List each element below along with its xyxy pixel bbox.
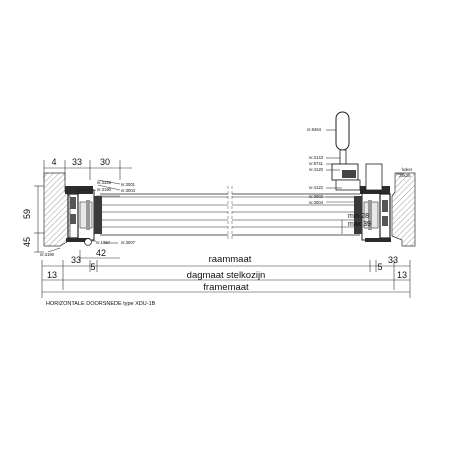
drawing-title: HORIZONTALE DOORSNEDE type XDU-1B bbox=[46, 301, 156, 307]
part-nr-3001: nr.3001 bbox=[121, 182, 136, 187]
dimension-top: 4 33 30 bbox=[43, 157, 132, 180]
part-nr-3002: nr.3002 bbox=[309, 194, 324, 199]
dim-5-left: 5 bbox=[90, 262, 95, 272]
dim-top-2: 33 bbox=[72, 157, 82, 167]
part-nr-8464: nr.8464 bbox=[307, 127, 322, 132]
dimension-42: 42 bbox=[79, 248, 120, 262]
handle-lock bbox=[331, 111, 383, 191]
frame-profile-left bbox=[65, 186, 102, 246]
part-nr-4122: nr.4122 bbox=[309, 185, 324, 190]
dim-left-45: 45 bbox=[22, 237, 32, 247]
dim-top-3: 30 bbox=[100, 157, 110, 167]
dimension-chain-row1: 33 5 raammaat 5 33 bbox=[41, 254, 411, 298]
part-nr-3004-right: nr.3004 bbox=[309, 200, 324, 205]
dim-13-right: 13 bbox=[397, 270, 407, 280]
glass-panel bbox=[100, 186, 360, 240]
part-nr-3007: nr.3007 bbox=[121, 240, 136, 245]
part-nr-3004-left: nr.3004 bbox=[121, 188, 136, 193]
wall-left bbox=[43, 172, 71, 247]
dimension-chain-row3: framemaat bbox=[42, 282, 410, 293]
dim-top-1: 4 bbox=[51, 157, 56, 167]
part-labels-left: nr.3001 nr.3004 nr.3328 nr.3190 nr.1057 … bbox=[40, 179, 136, 257]
dimension-left-vertical: 59 45 bbox=[22, 185, 44, 253]
part-nr-4120: nr.4120 bbox=[309, 167, 324, 172]
part-labels-right: nr.8464 nr.3143 nr.8741 nr.4120 nr.4122 … bbox=[307, 127, 413, 205]
dim-5-right: 5 bbox=[377, 262, 382, 272]
gap-annotation: min.28 max.39 bbox=[341, 213, 371, 234]
part-nr-3328: nr.3328 bbox=[97, 180, 112, 185]
koker-size: 25x25 bbox=[399, 173, 411, 178]
part-nr-8741: nr.8741 bbox=[309, 161, 324, 166]
dim-33-right: 33 bbox=[388, 255, 398, 265]
wall-right bbox=[391, 172, 416, 247]
part-nr-3190-top: nr.3190 bbox=[97, 187, 112, 192]
gap-max: max.39 bbox=[348, 221, 371, 228]
part-nr-3143: nr.3143 bbox=[309, 155, 324, 160]
gap-min: min.28 bbox=[348, 213, 369, 220]
koker-label: koker bbox=[402, 167, 413, 172]
dimension-chain-row2: 13 dagmaat stelkozijn 13 bbox=[42, 270, 410, 281]
label-raammaat: raammaat bbox=[209, 254, 252, 265]
dim-13-left: 13 bbox=[47, 270, 57, 280]
label-dagmaat-stelkozijn: dagmaat stelkozijn bbox=[187, 270, 266, 281]
dim-33-left: 33 bbox=[71, 255, 81, 265]
part-nr-3190-bottom: nr.3190 bbox=[40, 252, 55, 257]
label-framemaat: framemaat bbox=[203, 282, 249, 293]
part-nr-1057: nr.1057 bbox=[96, 240, 111, 245]
dim-left-59: 59 bbox=[22, 209, 32, 219]
dim-42: 42 bbox=[96, 248, 106, 258]
